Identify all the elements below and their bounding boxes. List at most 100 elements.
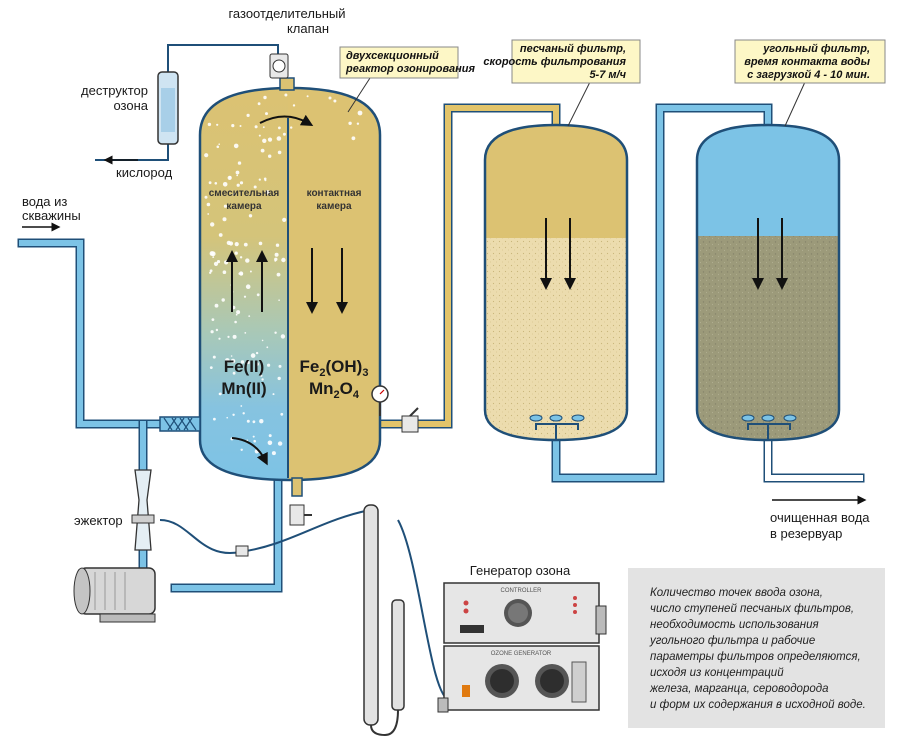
ozone-bubble	[254, 205, 257, 208]
outlet-valve	[401, 407, 419, 433]
gas-separator-valve	[269, 53, 289, 79]
gas-valve-label-1: газоотделительный	[228, 6, 345, 21]
ozone-bubble	[239, 272, 244, 276]
ozone-bubble	[262, 126, 265, 129]
ozone-bubble	[239, 256, 243, 259]
ozone-bubble	[218, 392, 222, 396]
ozone-bubble	[222, 270, 227, 275]
ozone-bubble	[364, 94, 369, 99]
ozone-bubble	[255, 351, 259, 355]
ozone-bubble	[259, 419, 264, 424]
ozone-bubble	[292, 104, 296, 107]
ozone-bubble	[246, 360, 250, 365]
svg-text:песчаный фильтр,: песчаный фильтр,	[520, 43, 626, 55]
ozone-bubble	[253, 439, 256, 443]
ozone-bubble	[282, 132, 286, 136]
ozone-bubble	[267, 363, 271, 367]
svg-text:исходя из концентраций: исходя из концентраций	[650, 667, 784, 679]
ozone-bubble	[267, 137, 273, 142]
svg-text:Количество точек ввода озона,: Количество точек ввода озона,	[650, 587, 823, 599]
svg-text:5-7 м/ч: 5-7 м/ч	[589, 69, 626, 81]
ozone-bubble	[222, 182, 228, 187]
ozone-bubble	[328, 96, 332, 100]
ozone-bubble	[228, 176, 232, 179]
controller-label: CONTROLLER	[500, 588, 542, 594]
svg-text:с загрузкой 4 - 10 мин.: с загрузкой 4 - 10 мин.	[747, 69, 870, 81]
ozone-bubble	[280, 334, 286, 339]
ozone-injector-column	[363, 504, 405, 737]
ozone-bubble	[221, 298, 225, 302]
ozonation-reactor	[198, 77, 382, 497]
ozone-bubble	[224, 260, 229, 265]
ozone-generator: CONTROLLER OZONE GENERATOR	[437, 582, 607, 713]
ozone-bubble	[215, 328, 219, 332]
ozone-bubble	[278, 126, 281, 130]
ozone-bubble	[245, 284, 251, 290]
ozone-bubble	[260, 374, 263, 377]
oxygen-label: кислород	[116, 165, 173, 180]
mixing-chamber-label-1: смесительная	[209, 188, 280, 199]
svg-text:число ступеней песчаных фильтр: число ступеней песчаных фильтров,	[650, 603, 854, 615]
carbon-filter-callout: угольный фильтр, время контакта воды с з…	[734, 39, 886, 127]
ozone-bubble	[277, 376, 281, 381]
ozone-bubble	[236, 183, 240, 187]
ozone-line-valve	[235, 545, 249, 557]
ozone-bubble	[213, 261, 219, 266]
ozone-bubble	[225, 358, 230, 363]
ozone-bubble	[252, 435, 255, 438]
ozone-bubble	[351, 136, 356, 141]
svg-text:угольного фильтра и рабочие: угольного фильтра и рабочие	[649, 635, 815, 647]
ozone-bubble	[274, 331, 277, 334]
clean-water-label-2: в резервуар	[770, 526, 842, 541]
ozone-bubble	[206, 202, 211, 207]
ozone-bubble	[214, 303, 219, 308]
ozone-bubble	[245, 258, 250, 263]
svg-text:железа, марганца, сероводорода: железа, марганца, сероводорода	[649, 683, 829, 695]
ozone-bubble	[263, 95, 267, 100]
ozone-bubble	[227, 335, 230, 338]
ozone-bubble	[258, 178, 261, 181]
chem-mn-ii: Mn(II)	[221, 379, 266, 398]
ozone-bubble	[244, 332, 247, 334]
ozone-bubble	[218, 337, 221, 340]
ozone-bubble	[211, 318, 215, 321]
chem-fe2oh3: Fe2(OH)3	[300, 357, 369, 379]
svg-text:скорость фильтрования: скорость фильтрования	[483, 56, 626, 68]
svg-text:время контакта воды: время контакта воды	[744, 56, 870, 68]
ozone-bubble	[204, 195, 208, 199]
ozone-bubble	[232, 334, 237, 339]
ozone-bubble	[239, 181, 244, 185]
ozone-destructor	[157, 71, 179, 145]
ozone-bubble	[235, 170, 240, 175]
destructor-label-1: деструктор	[81, 83, 148, 98]
ozone-bubble	[282, 217, 287, 222]
ozone-bubble	[218, 143, 220, 145]
ozone-bubble	[258, 241, 263, 246]
ozone-bubble	[252, 420, 256, 424]
ozone-bubble	[254, 125, 258, 129]
ozone-bubble	[231, 124, 235, 128]
ozone-bubble	[236, 310, 241, 315]
drain-valve	[289, 504, 312, 526]
ozone-bubble	[262, 138, 267, 143]
svg-text:параметры фильтров определяютс: параметры фильтров определяются,	[650, 651, 861, 663]
ozone-bubble	[209, 269, 213, 273]
ozone-bubble	[207, 213, 210, 215]
reactor-callout: двухсекционный реактор озонирования	[339, 46, 475, 113]
info-box: Количество точек ввода озона, число ступ…	[628, 568, 885, 728]
ozone-bubble	[240, 405, 243, 407]
ozone-bubble	[272, 393, 275, 396]
generator-title: Генератор озона	[470, 563, 571, 578]
ozone-bubble	[271, 451, 276, 456]
ozone-bubble	[207, 122, 212, 127]
ozone-bubble	[232, 413, 235, 416]
ozone-bubble	[243, 295, 247, 298]
ozone-bubble	[218, 233, 223, 237]
ozone-bubble	[265, 112, 268, 116]
ozone-bubble	[210, 222, 215, 227]
ozone-bubble	[216, 145, 220, 149]
ozone-bubble	[209, 251, 215, 256]
ozone-bubble	[249, 270, 252, 273]
reactor-flow-arrows	[226, 114, 348, 466]
ozone-bubble	[234, 251, 238, 255]
